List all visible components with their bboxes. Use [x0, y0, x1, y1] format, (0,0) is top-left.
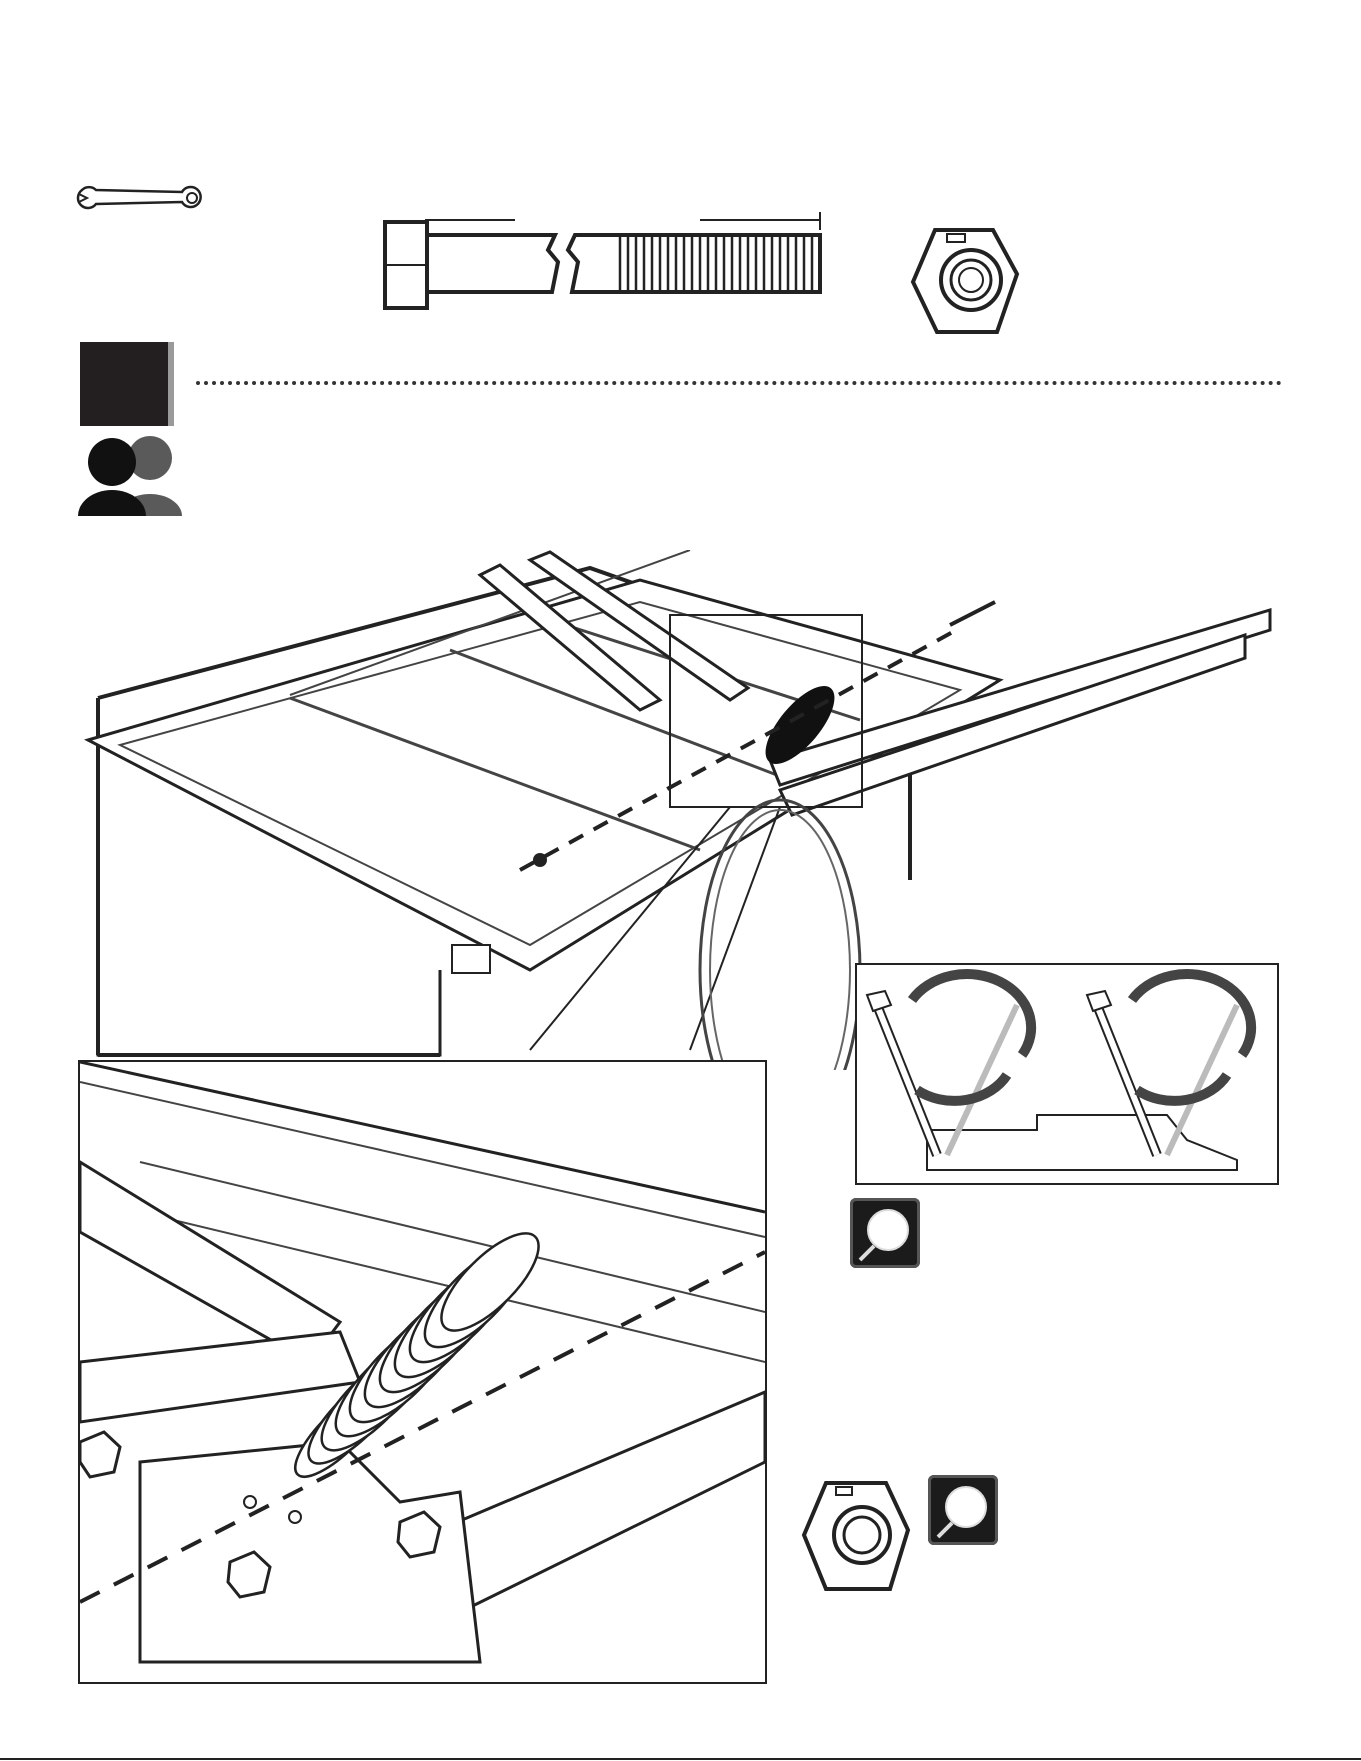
hex-nut-icon: [800, 1475, 912, 1595]
page-bottom-rule: [0, 1758, 1361, 1760]
spring-bracket-closeup: [78, 1060, 767, 1684]
hex-nut-icon: [905, 222, 1025, 342]
wrench-icon: [76, 184, 206, 212]
bolt-icon: [380, 210, 825, 320]
bolt-rotation-diagram: [855, 963, 1279, 1185]
dotted-line: [196, 381, 1282, 385]
magnifier-icon: [850, 1198, 920, 1268]
step-number-box: [80, 342, 168, 426]
magnifier-icon: [928, 1475, 998, 1545]
two-person-icon: [78, 436, 188, 516]
